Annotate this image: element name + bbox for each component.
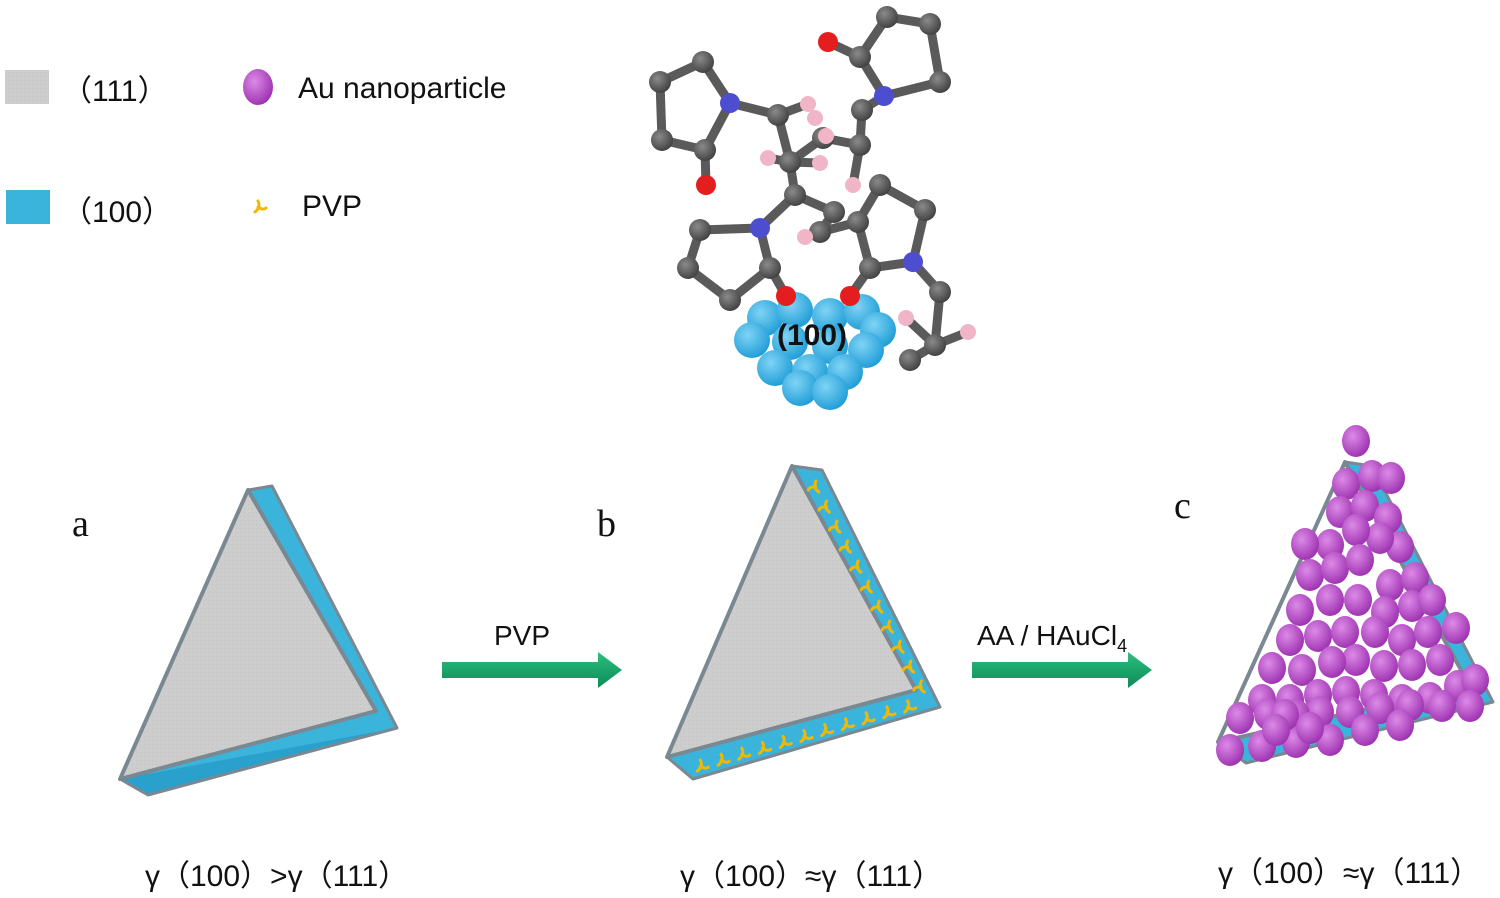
prism-top-face-111 [665, 464, 918, 759]
legend-label-100: （100） [62, 196, 172, 229]
panel-a: a γ（100）>γ（111） [72, 484, 408, 893]
panel-b: b γ（100）≈γ（111） [597, 464, 942, 893]
pvp-icon [253, 199, 268, 214]
arrow-right-icon [972, 652, 1152, 688]
prism-outline [119, 484, 399, 797]
legend-label-au: Au nanoparticle [298, 72, 506, 105]
panel-c-letter: c [1174, 485, 1191, 527]
panel-a-letter: a [72, 503, 89, 545]
pvp-molecule-model: (100) [649, 6, 976, 410]
panel-c-caption: γ（100）≈γ（111） [1218, 857, 1480, 890]
arrow-aa-haucl4: AA / HAuCl4 [972, 620, 1152, 688]
legend-label-111: （111） [62, 75, 168, 108]
facet-100-label: (100) [777, 319, 847, 352]
panel-b-caption: γ（100）≈γ（111） [680, 860, 942, 893]
au-nanoparticle-icon [243, 69, 273, 105]
panel-a-caption: γ（100）>γ（111） [145, 860, 408, 893]
legend-label-pvp: PVP [302, 190, 362, 223]
au-nanoparticles [1216, 425, 1489, 766]
prism-top-face-111 [118, 488, 378, 781]
prism-bottom-face [120, 728, 397, 795]
arrow-aa-label: AA / HAuCl4 [977, 620, 1127, 656]
legend-swatch-100 [6, 190, 50, 224]
arrow-right-icon [442, 652, 622, 688]
arrow-pvp: PVP [442, 620, 622, 688]
prism-outline [666, 464, 942, 781]
panel-b-letter: b [597, 503, 616, 545]
panel-c: c γ（100）≈γ（111） [1174, 425, 1495, 890]
arrow-pvp-label: PVP [494, 620, 550, 651]
legend-swatch-111 [5, 70, 49, 104]
legend: （111） （100） Au nanoparticle PVP [5, 69, 506, 229]
